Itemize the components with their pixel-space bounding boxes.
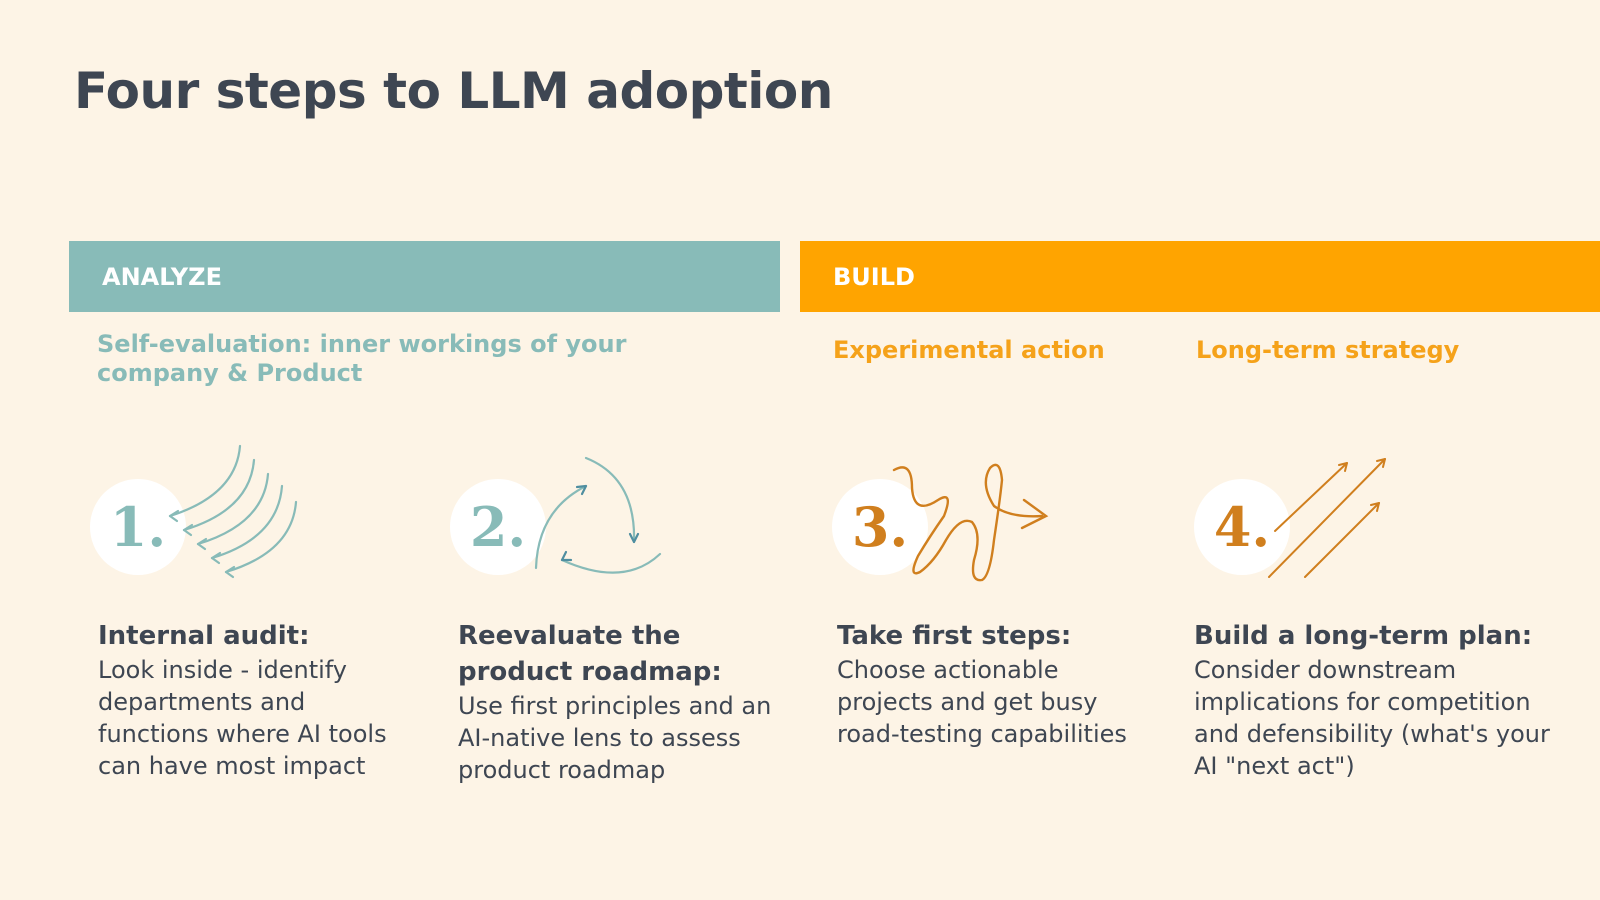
page-title: Four steps to LLM adoption [74, 62, 833, 120]
step-heading: Build a long-term plan: [1194, 621, 1533, 651]
step-heading: Internal audit: [98, 621, 310, 651]
step-2: Reevaluate the product roadmap: Use firs… [458, 618, 778, 786]
analyze-label: ANALYZE [102, 262, 222, 291]
step-body: Consider downstream implications for com… [1194, 656, 1550, 780]
step-body: Use first principles and an AI-native le… [458, 692, 772, 784]
step-number-4: 4. [1194, 479, 1290, 575]
long-term-strategy-subtitle: Long-term strategy [1196, 336, 1460, 364]
step-heading: Take first steps: [837, 621, 1072, 651]
step-body: Choose actionable projects and get busy … [837, 656, 1127, 748]
step-body: Look inside - identify departments and f… [98, 656, 387, 780]
build-label: BUILD [833, 262, 915, 291]
cycle-arrows-icon [534, 456, 662, 574]
analyze-subtitle: Self-evaluation: inner workings of your … [97, 330, 627, 387]
step-number-3: 3. [832, 479, 928, 575]
diagonal-arrows-icon [1268, 458, 1386, 578]
squiggle-arrow-icon [892, 463, 1049, 582]
build-phase-bar: BUILD [800, 241, 1600, 312]
step-number-2: 2. [450, 479, 546, 575]
step-number-1: 1. [90, 479, 186, 575]
step-heading: Reevaluate the product roadmap: [458, 621, 722, 687]
step-3: Take first steps: Choose actionable proj… [837, 618, 1157, 750]
step-1: Internal audit: Look inside - identify d… [98, 618, 418, 782]
step-4: Build a long-term plan: Consider downstr… [1194, 618, 1554, 782]
analyze-phase-bar: ANALYZE [69, 241, 780, 312]
experimental-action-subtitle: Experimental action [833, 336, 1105, 364]
converging-arrows-icon [168, 444, 298, 579]
